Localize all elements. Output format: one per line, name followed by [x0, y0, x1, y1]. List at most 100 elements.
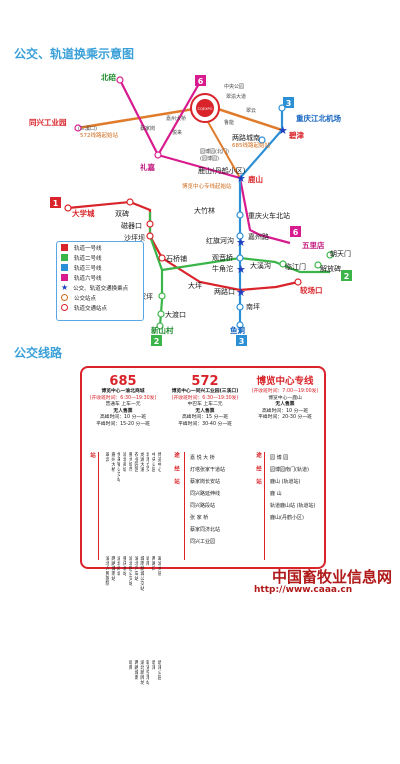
legend-bus-stop-label: 公交站点 [74, 295, 97, 302]
bus-stop: 龙湖大道 [139, 452, 144, 472]
legend-line-6-swatch [61, 274, 68, 281]
transit-map: CQEXPO 6 3 1 6 2 2 3 ★ ★ [29, 72, 352, 346]
label-jiaochangkou: 较场口 [300, 285, 323, 295]
route-expo-peak: 高峰时间：10 分一班 [261, 408, 308, 414]
legend-line-2-swatch [61, 254, 68, 261]
expo-logo-text: CQEXPO [198, 107, 213, 111]
label-daxuecheng: 大学城 [72, 208, 95, 218]
transfer-bijin-icon: ★ [278, 124, 288, 137]
line-1-badge-label: 1 [53, 199, 59, 208]
route-685-name: 博览中心—渝北商城 [101, 389, 145, 394]
bus-stop: 轨道空港站 [145, 660, 150, 685]
map-legend: 轨道一号线 轨道二号线 轨道三号线 轨道六号线 ★公交、轨道交通换乘点 公交站点… [56, 241, 144, 321]
transfer-niujiaotuo-icon: ★ [236, 263, 246, 276]
station-beibei [116, 76, 124, 84]
label-685-start: 685线路起始站 [232, 141, 270, 149]
bus-route-685 [214, 106, 283, 132]
bus-stop: 渝北人民医院 [104, 556, 109, 586]
line-6-badge-top-label: 6 [198, 77, 204, 86]
bus-stop: 城南 [128, 660, 133, 670]
bus-stop: 渝北商城 [116, 556, 121, 576]
line-2-east [161, 256, 330, 274]
label-dazhulin: 大竹林 [194, 206, 215, 215]
small-label-j: 鲁能 [224, 119, 234, 126]
small-label-c: 翠云 [246, 108, 256, 114]
label-xinshancun: 新山村 [151, 325, 174, 335]
legend-line-1-swatch [61, 244, 68, 251]
station-airport [278, 104, 286, 112]
label-tongxing-bus: 572线路起始站 [80, 131, 118, 139]
label-chaotianmen: 朝天门 [330, 249, 351, 258]
bus-stop: 灯塔张家干道站 [190, 467, 226, 473]
route-572-hours: (开收班时间：6:30—19:30发) [171, 395, 239, 401]
bus-stop: 城南新城公交站 [139, 556, 144, 591]
route-685-ticket: 无人售票 [113, 408, 133, 414]
station-dadukou [157, 310, 165, 318]
label-daxigou: 大溪沟 [250, 261, 271, 270]
station-chaotianmen [326, 251, 334, 259]
route-expo-ticket: 无人售票 [275, 402, 295, 407]
legend-line-2: 轨道二号线 [61, 253, 139, 262]
bus-routes-panel: 685 博览中心—渝北商城 (开收班时间：6:30—19:30发) 普通车 上车… [80, 366, 326, 685]
label-honggang: 红旗河沟 [206, 236, 234, 245]
line-1-badge [50, 197, 61, 208]
bus-stop: 园博园南门(轨道) [270, 467, 309, 473]
legend-line-3-swatch [61, 264, 68, 271]
watermark-url[interactable]: http://www.caaa.cn [254, 585, 353, 595]
bus-stop: 蔡家同济北站 [190, 527, 221, 533]
bus-stop: 鹿山(丹鹤小区) [270, 515, 304, 521]
small-label-a: 中央公园 [224, 83, 244, 90]
station-nanping [236, 303, 244, 311]
line-6-badge [290, 226, 301, 237]
line-6-badge-top [195, 75, 206, 86]
label-chongqing-north: 重庆火车北站 [248, 211, 290, 220]
line-2-track [148, 212, 164, 327]
bus-stop: 重大城市 [128, 452, 133, 472]
bus-stop: 蔡家岗长安站 [190, 479, 221, 485]
line-3-badge-bottom [236, 335, 247, 346]
legend-line-1: 轨道一号线 [61, 243, 139, 252]
bus-stop: 博览中心 [157, 452, 161, 472]
label-bijin: 碧津 [288, 130, 304, 140]
transfer-stars: ★ ★ ★ ★ ★ [236, 124, 288, 299]
label-dadukou: 大渡口 [165, 310, 186, 319]
bus-stop: 鹿山 (轨道站) [270, 479, 301, 485]
route-685-peak: 高峰时间：10 分一班 [99, 415, 146, 420]
label-airport: 重庆江北机场 [296, 113, 341, 123]
legend-line-2-label: 轨道二号线 [74, 255, 102, 262]
route-685-stops-label: 站 [89, 452, 95, 461]
route-685-stop-list: 博览中心中央公园北港立交龙湖大道农业园区重大城市渝北商城悦来镇公交站嘉州大桥翠云… [98, 452, 161, 685]
watermark-logo: 中国畜牧业信息网 [271, 568, 392, 586]
route-expo-name: 博览中心专线 [256, 376, 314, 387]
small-label-d: 嘉州大桥 [166, 115, 186, 122]
line-3-badge-bottom-label: 3 [239, 337, 245, 346]
station-shapingba [146, 232, 154, 240]
station-yangjiaping [158, 292, 166, 300]
line-3-badge-top-label: 3 [286, 99, 292, 108]
line-2-badge-right-label: 2 [344, 272, 350, 281]
station-linjiangmen [279, 260, 287, 268]
bus-stop: 农业园区 [133, 452, 138, 472]
transfer-lushan-icon: ★ [236, 172, 246, 185]
bus-stop: 两路城南站 [110, 556, 115, 581]
legend-line-6: 轨道六号线 [61, 273, 139, 282]
label-shiqiaopu: 石桥铺 [166, 254, 187, 263]
small-label-i: (园博园) [200, 155, 219, 162]
station-chongqing-north [236, 211, 244, 219]
line-6-track [119, 79, 291, 245]
bus-stop: 翠云 [104, 452, 109, 462]
bus-stop: 渝北新牌坊 [139, 660, 144, 685]
bus-stop: 同兴工业园 [190, 539, 216, 545]
bus-stop: 嘉州大桥 [110, 452, 115, 472]
star-icon: ★ [61, 283, 69, 292]
route-572-number: 572 [191, 374, 219, 389]
bus-stop: 张 家 桥 [190, 515, 209, 521]
legend-line-3-label: 轨道三号线 [74, 265, 102, 272]
small-label-b: 翠渝大道 [226, 93, 246, 100]
label-liangluhu-nan: 两路城南 [232, 133, 260, 142]
transfer-lianglukou-icon: ★ [236, 286, 246, 299]
legend-line-3: 轨道三号线 [61, 263, 139, 272]
label-guanyinqiao: 观音桥 [212, 253, 233, 262]
station-xinshancun [156, 322, 164, 330]
label-lushan-small: 鹿山(丹鹤小区) [198, 166, 246, 175]
